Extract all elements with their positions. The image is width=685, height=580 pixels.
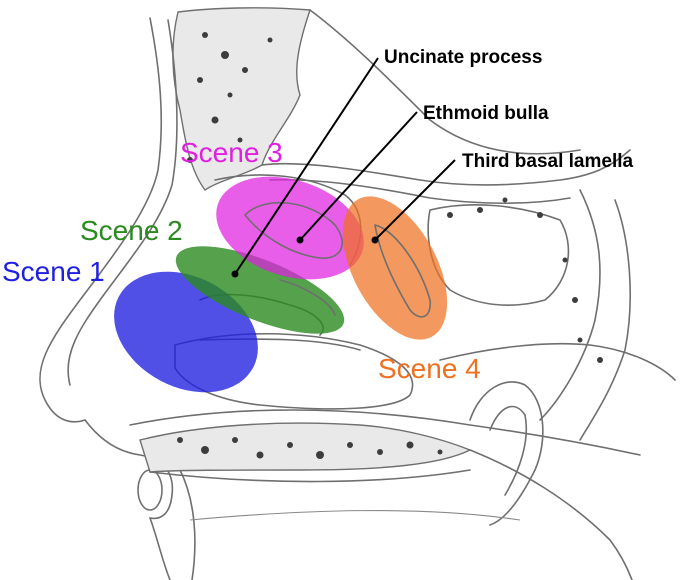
callout-uncinate-process: Uncinate process [384,47,542,68]
scene-4-label: Scene 4 [378,353,481,384]
oral-line-lower [189,510,521,521]
scene-3-label: Scene 3 [180,137,283,168]
ethmoid-pointer-dot [296,236,304,244]
nasopharynx-line [439,342,676,381]
posterior-wall [579,199,631,441]
scene-2-region [175,246,345,334]
nasal-bridge-inner [67,19,178,386]
oral-line [149,469,471,483]
floor-line [129,409,641,456]
scene-regions [114,176,448,393]
callout-ethmoid-bulla: Ethmoid bulla [423,103,549,124]
torus-inner [489,405,528,496]
cranial-line [309,9,581,155]
skull-base [261,149,631,186]
columella [179,469,196,580]
lamella-pointer-line [374,159,456,241]
ethmoid-pointer-line [299,111,418,241]
scene-2-contour [279,279,336,316]
scene-1-label: Scene 1 [2,256,105,287]
torus-tubarius [469,381,544,526]
sphenoid-sinus [427,204,570,306]
scene-labels: Scene 1 Scene 2 Scene 3 Scene 4 [2,137,481,384]
scene-3-region [216,176,364,280]
nasal-bridge [39,17,163,423]
uncinate-pointer-dot [231,270,239,278]
scene-2-label: Scene 2 [80,215,183,246]
skull-base-lower [269,178,571,205]
nostril-cartilage [137,469,163,511]
callout-pointers [231,57,456,278]
clivus [539,189,601,421]
callout-labels: Uncinate process Ethmoid bulla Third bas… [384,47,633,172]
soft-palate [469,449,633,580]
hard-palate [139,422,472,473]
frontal-bone [172,7,311,191]
scene-4-contour [374,224,431,318]
lamella-pointer-dot [371,236,379,244]
lip-outline [149,517,171,580]
scene-4-region [342,196,448,340]
bone-specks [177,32,603,459]
callout-third-basal-lamella: Third basal lamella [462,151,633,172]
uncinate-pointer-line [234,57,379,275]
inferior-turbinate [174,332,414,410]
